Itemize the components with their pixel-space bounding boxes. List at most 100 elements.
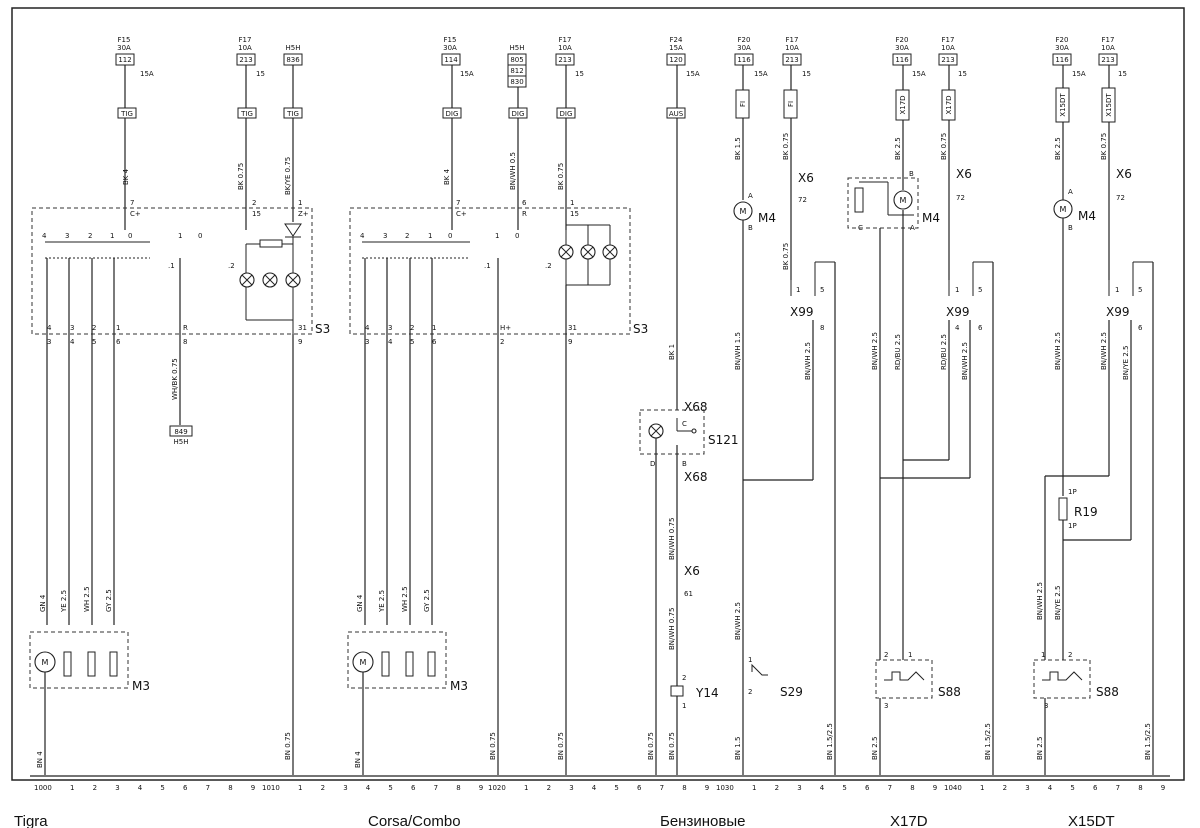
- section-label-corsa: Corsa/Combo: [368, 813, 461, 828]
- svg-text:BK/YE 0.75: BK/YE 0.75: [284, 157, 292, 195]
- svg-text:2: 2: [92, 324, 96, 332]
- section-label-x15dt: X15DT: [1068, 813, 1115, 828]
- ruler-digit: 1: [70, 784, 74, 792]
- svg-text:GN 4: GN 4: [356, 594, 364, 612]
- svg-text:0: 0: [128, 232, 132, 240]
- svg-text:1040: 1040: [944, 784, 962, 792]
- ruler-digit: 6: [183, 784, 188, 792]
- ruler-digit: 7: [1116, 784, 1120, 792]
- svg-text:2: 2: [500, 338, 504, 346]
- svg-text:B: B: [748, 224, 753, 232]
- motor-icon: M: [733, 201, 753, 221]
- svg-text:10A: 10A: [1101, 44, 1115, 52]
- svg-text:F20: F20: [738, 36, 751, 44]
- svg-text:5: 5: [978, 286, 982, 294]
- ruler-digit: 8: [1138, 784, 1142, 792]
- svg-text:1020: 1020: [488, 784, 506, 792]
- indicator-lamp: [648, 423, 664, 439]
- svg-text:M: M: [900, 196, 907, 205]
- ruler-digit: 4: [138, 784, 143, 792]
- svg-text:15A: 15A: [754, 70, 768, 78]
- svg-text:6: 6: [978, 324, 983, 332]
- motor-icon: M: [352, 651, 374, 673]
- x17d-section: F20 30A 116 15A F17 10A 213 15 X17D X17D…: [847, 36, 994, 775]
- svg-text:BN 0.75: BN 0.75: [557, 732, 565, 760]
- svg-text:AUS: AUS: [669, 110, 684, 118]
- svg-text:C+: C+: [130, 210, 141, 218]
- svg-text:15: 15: [802, 70, 811, 78]
- ruler-digit: 8: [228, 784, 232, 792]
- ruler-digit: 2: [1003, 784, 1007, 792]
- svg-text:BN/WH 2.5: BN/WH 2.5: [804, 342, 812, 380]
- svg-text:GY 2.5: GY 2.5: [105, 589, 113, 612]
- svg-text:H+: H+: [500, 324, 511, 332]
- svg-text:2: 2: [1068, 651, 1072, 659]
- svg-text:BN/YE 2.5: BN/YE 2.5: [1122, 346, 1130, 380]
- svg-text:213: 213: [941, 56, 954, 64]
- svg-text:30A: 30A: [737, 44, 751, 52]
- svg-text:4: 4: [70, 338, 75, 346]
- svg-text:GY 2.5: GY 2.5: [423, 589, 431, 612]
- svg-text:BK 0.75: BK 0.75: [237, 163, 245, 190]
- svg-text:213: 213: [239, 56, 252, 64]
- svg-text:BK 1.5: BK 1.5: [734, 137, 742, 160]
- svg-text:BN 4: BN 4: [36, 751, 44, 768]
- svg-text:RD/BU 2.5: RD/BU 2.5: [940, 334, 948, 370]
- ruler-digit: 9: [479, 784, 483, 792]
- svg-text:3: 3: [65, 232, 69, 240]
- svg-text:WH/BK 0.75: WH/BK 0.75: [171, 358, 179, 400]
- svg-text:4: 4: [955, 324, 960, 332]
- svg-text:5: 5: [820, 286, 824, 294]
- svg-text:M4: M4: [922, 211, 940, 225]
- ruler-digit: 6: [865, 784, 870, 792]
- svg-text:F17: F17: [942, 36, 955, 44]
- ruler-digit: 4: [820, 784, 825, 792]
- svg-text:114: 114: [444, 56, 458, 64]
- svg-text:4: 4: [388, 338, 393, 346]
- section-label-tigra: Tigra: [14, 813, 48, 828]
- ruler-digit: 2: [321, 784, 325, 792]
- fuse-f17-tigra: F17 10A 213 15: [236, 36, 265, 78]
- svg-text:Z+: Z+: [298, 210, 309, 218]
- ruler-digit: 3: [1025, 784, 1029, 792]
- ruler-digit: 1: [980, 784, 984, 792]
- s88-contact: [884, 671, 925, 681]
- svg-text:F15: F15: [118, 36, 131, 44]
- section-label-x17d: X17D: [890, 813, 928, 828]
- svg-text:1: 1: [748, 656, 752, 664]
- svg-text:DIG: DIG: [446, 110, 459, 118]
- s88-contact: [1042, 671, 1083, 681]
- svg-text:10A: 10A: [558, 44, 572, 52]
- svg-text:BK 4: BK 4: [443, 168, 451, 185]
- svg-text:30A: 30A: [1055, 44, 1069, 52]
- svg-text:BN/WH 2.5: BN/WH 2.5: [961, 342, 969, 380]
- r19-resistor: [1058, 497, 1068, 521]
- svg-text:10A: 10A: [238, 44, 252, 52]
- ruler-digit: 7: [660, 784, 664, 792]
- svg-text:X99: X99: [790, 305, 814, 319]
- ruler-digit: 7: [206, 784, 210, 792]
- svg-text:M: M: [42, 658, 49, 667]
- x15dt-section: F20 30A 116 15A F17 10A 213 15 X15DT X15…: [1033, 36, 1154, 775]
- svg-text:X6: X6: [956, 167, 972, 181]
- svg-text:F24: F24: [670, 36, 683, 44]
- ruler-digit: 3: [115, 784, 119, 792]
- svg-text:BK 0.75: BK 0.75: [782, 243, 790, 270]
- ruler-digit: 5: [842, 784, 846, 792]
- svg-text:S88: S88: [1096, 685, 1119, 699]
- indicator-lamp: [239, 272, 301, 288]
- svg-text:WH 2.5: WH 2.5: [83, 586, 91, 612]
- svg-text:X99: X99: [946, 305, 970, 319]
- svg-text:1: 1: [432, 324, 436, 332]
- svg-text:BN 0.75: BN 0.75: [668, 732, 676, 760]
- svg-text:DIG: DIG: [512, 110, 525, 118]
- ruler-digit: 5: [160, 784, 164, 792]
- ruler-digit: 1: [524, 784, 528, 792]
- svg-text:3: 3: [388, 324, 392, 332]
- motor-icon: M: [34, 651, 56, 673]
- svg-text:M4: M4: [1078, 209, 1096, 223]
- svg-text:F17: F17: [786, 36, 799, 44]
- m3-blower-motor-box: [347, 631, 447, 689]
- svg-text:0: 0: [515, 232, 519, 240]
- ruler-digit: 2: [93, 784, 97, 792]
